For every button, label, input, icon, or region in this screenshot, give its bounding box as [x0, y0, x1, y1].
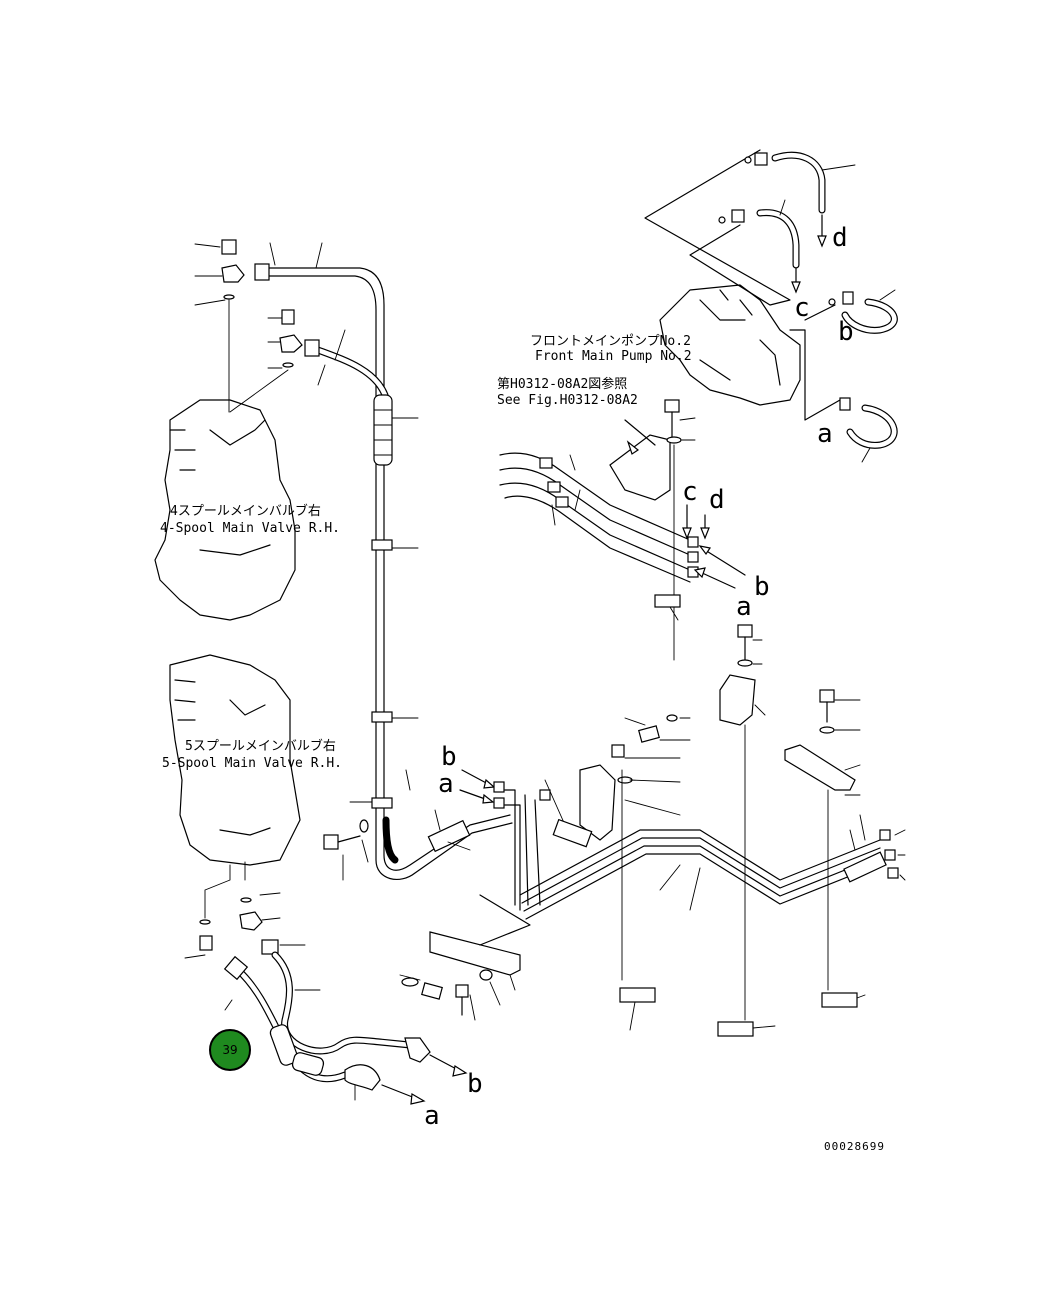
hose-d	[744, 151, 856, 248]
bracket-upper	[609, 419, 671, 501]
tube-wrap-lower	[382, 809, 471, 864]
fittings-a-b-mid	[459, 769, 566, 911]
bolts-lower	[399, 969, 501, 1021]
letter-d-mid: d	[709, 485, 725, 515]
letter-b-left: b	[441, 742, 457, 772]
letter-a-mid: a	[736, 592, 752, 622]
front-pump-label-en: Front Main Pump No.2	[535, 349, 692, 364]
bolt-right-2	[819, 689, 861, 734]
letter-c-mid: c	[682, 477, 698, 507]
valve5-label-jp: 5スプールメインバルブ右	[185, 738, 336, 754]
document-number: 00028699	[824, 1140, 885, 1153]
valve-fittings-top	[194, 239, 303, 413]
tube-wrap-upper	[373, 394, 419, 466]
front-pump-label-jp: フロントメインポンプNo.2	[530, 334, 691, 349]
4-spool-main-valve	[154, 399, 296, 621]
letter-c-top: c	[794, 293, 810, 323]
bracket-center	[579, 744, 681, 981]
clamp-block-upper	[654, 594, 681, 621]
letter-b-top: b	[838, 317, 854, 347]
5-spool-main-valve	[169, 654, 301, 866]
hose-c	[718, 199, 801, 294]
long-tube	[254, 242, 513, 881]
bolt-mid-left	[624, 714, 691, 743]
right-end-fittings	[879, 829, 906, 881]
arrows-c-d-mid	[682, 504, 746, 589]
letter-a-left: a	[438, 769, 454, 799]
bracket-right	[719, 674, 766, 1021]
main-tube-bundle	[519, 814, 887, 920]
clamp-block-mid	[552, 818, 593, 848]
hose-lower-b	[271, 951, 468, 1077]
bolt-right-1	[737, 624, 763, 667]
letter-a-top: a	[817, 419, 833, 449]
pump-outline-box	[644, 149, 841, 421]
letter-d-top: d	[832, 223, 848, 253]
see-fig-label-en: See Fig.H0312-08A2	[497, 393, 638, 408]
letter-a-bottom: a	[424, 1101, 440, 1131]
part-callout-39[interactable]: 39	[209, 1029, 251, 1071]
bolt-left	[323, 819, 369, 881]
hose-wrap-lower	[269, 1024, 325, 1076]
plate-bracket-lower	[429, 894, 531, 991]
valve-bottom-fittings	[184, 861, 306, 959]
valve5-label-en: 5-Spool Main Valve R.H.	[162, 756, 342, 771]
letter-b-mid: b	[754, 572, 770, 602]
valve4-label-jp: 4スプールメインバルブ右	[170, 503, 321, 519]
clamp-blocks-bottom	[619, 987, 866, 1037]
tube-clamps	[349, 539, 419, 809]
see-fig-label-jp: 第H0312-08A2図参照	[497, 376, 627, 392]
letter-b-bottom: b	[467, 1069, 483, 1099]
bolt-top	[664, 399, 696, 661]
bracket-far-right	[784, 744, 861, 991]
hose-b-top	[828, 289, 898, 334]
part-callout-number: 39	[222, 1043, 238, 1057]
hose-upper-left	[304, 329, 389, 399]
hose-a-top	[839, 397, 898, 463]
valve4-label-en: 4-Spool Main Valve R.H.	[160, 521, 340, 536]
hose-lower-a	[223, 955, 426, 1105]
